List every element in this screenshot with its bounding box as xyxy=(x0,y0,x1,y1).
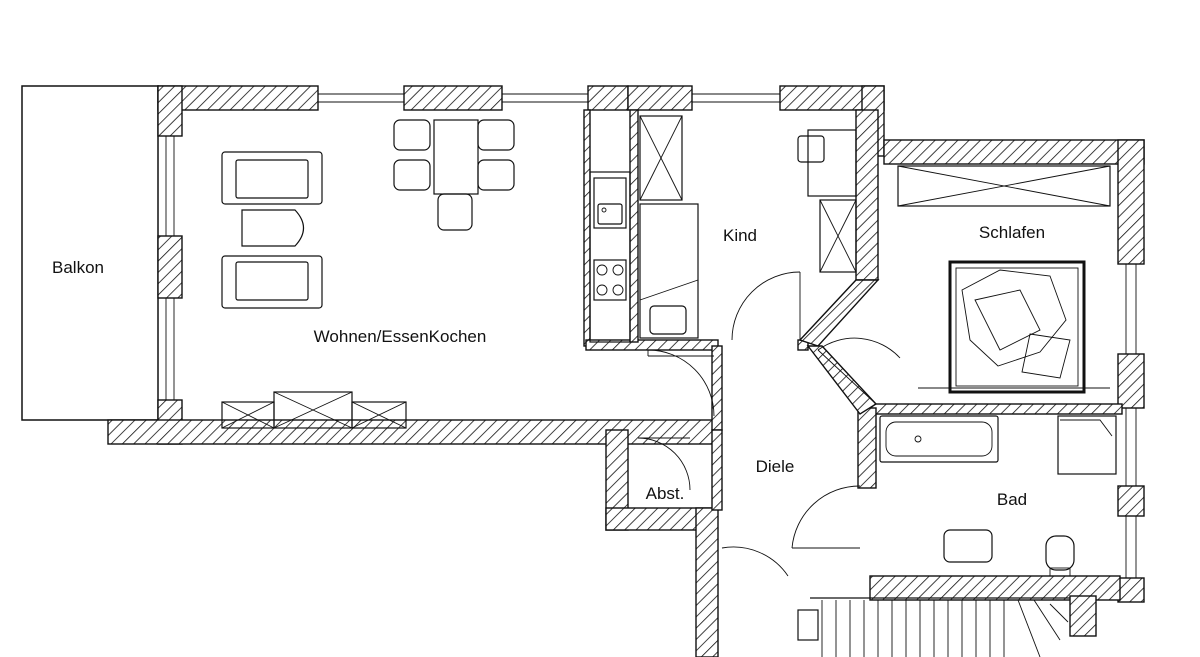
exterior-walls xyxy=(107,85,1145,657)
room-label-schlafen: Schlafen xyxy=(979,223,1045,242)
bedroom-furniture xyxy=(897,165,1111,394)
kids-room-furniture xyxy=(639,115,857,339)
bathroom-fixtures xyxy=(879,415,1117,577)
staircase xyxy=(797,597,1070,657)
room-label-kind: Kind xyxy=(723,226,757,245)
windows xyxy=(165,93,1137,578)
room-label-bad: Bad xyxy=(997,490,1027,509)
room-label-wohnen: Wohnen/EssenKochen xyxy=(314,327,487,346)
kitchen-units xyxy=(589,171,631,343)
room-label-diele: Diele xyxy=(756,457,795,476)
room-label-balkon: Balkon xyxy=(52,258,104,277)
living-furniture xyxy=(221,119,515,429)
interior-walls xyxy=(583,109,1123,511)
doors xyxy=(637,271,901,577)
room-label-abstellraum: Abst. xyxy=(646,484,685,503)
balcony-area xyxy=(21,85,159,421)
